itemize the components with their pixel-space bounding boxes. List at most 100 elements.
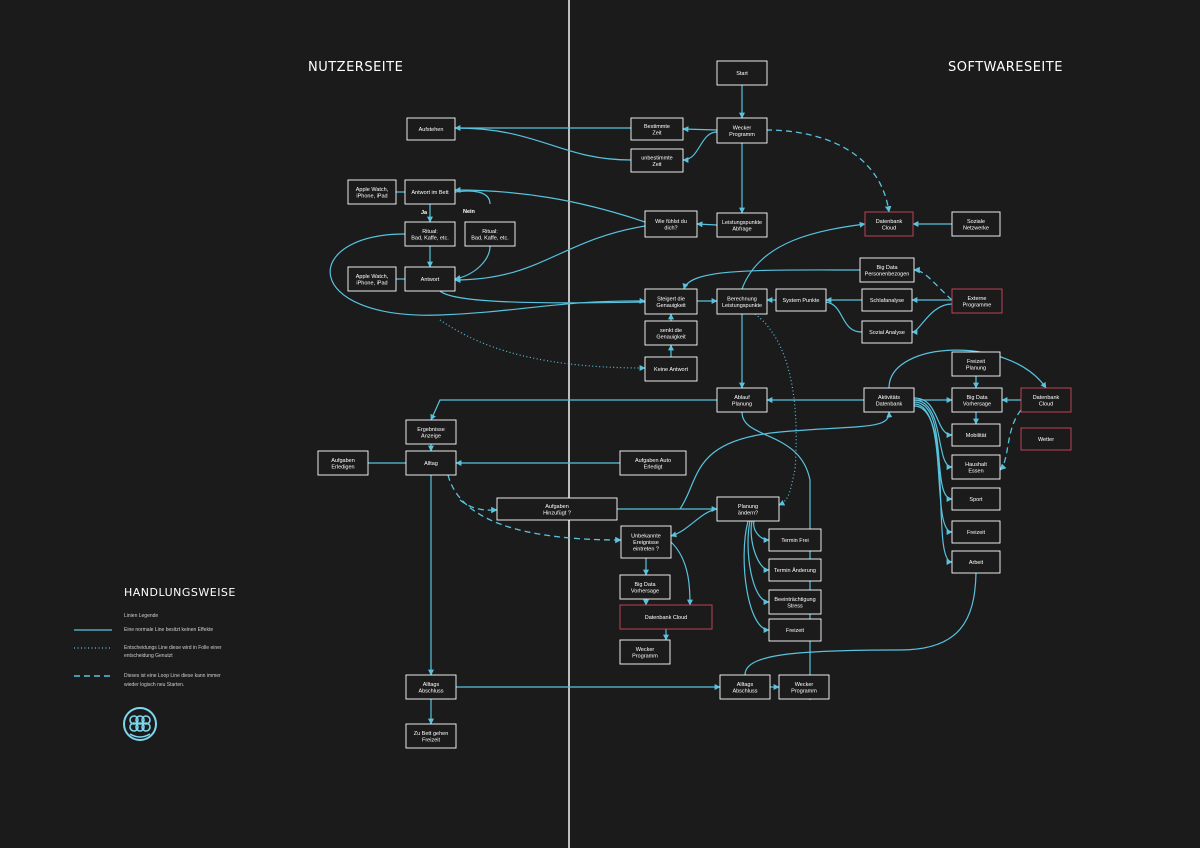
node-label: Ritual: <box>482 229 498 235</box>
legend-dashed-text-1: Dieses ist eine Loop Line diese kann imm… <box>124 673 221 679</box>
edge <box>741 411 811 700</box>
node-box <box>716 387 768 413</box>
node-label: Freizeit <box>786 628 805 634</box>
node-label: Programm <box>632 653 658 659</box>
node-box <box>951 520 1001 544</box>
node-wetter: Wetter <box>1020 427 1072 451</box>
node-label: Aufstehen <box>419 127 444 133</box>
node-label: Apple Watch, <box>356 187 389 193</box>
node-label: unbestimmte <box>641 155 673 161</box>
edge <box>913 397 953 438</box>
node-box <box>951 454 1001 480</box>
node-label: Apple Watch, <box>356 274 389 280</box>
node-label: Haushalt <box>965 462 987 468</box>
node-box <box>619 574 671 600</box>
edge <box>753 520 770 543</box>
node-label: Unbekannte <box>631 534 661 540</box>
node-label: Ablauf <box>734 395 750 401</box>
node-box <box>619 604 713 630</box>
node-label: Leistungspunkte <box>722 303 762 309</box>
edge <box>682 126 718 133</box>
node-box <box>630 148 684 173</box>
node-label: Zu Bett gehen <box>414 731 449 737</box>
node-box <box>405 419 457 445</box>
node-label: Freizeit <box>422 737 441 743</box>
node-box <box>630 117 684 141</box>
node-terminaend: Termin Änderung <box>768 558 822 582</box>
edge <box>679 411 893 510</box>
node-terminfrei: Termin Frei <box>768 528 822 552</box>
edge <box>754 313 797 506</box>
edge <box>741 221 866 290</box>
legend-title: HANDLUNGSWEISE <box>124 586 236 599</box>
edges-layer <box>329 85 1047 725</box>
node-box <box>951 487 1001 511</box>
edge <box>743 520 770 633</box>
edge <box>454 190 491 205</box>
node-label: Zeit <box>652 162 662 168</box>
node-label: Genauigkeit <box>656 334 686 340</box>
node-box <box>619 639 671 665</box>
node-box <box>496 497 618 521</box>
node-mobilitaet: Mobilität <box>951 423 1001 447</box>
edge <box>888 349 1047 389</box>
node-box <box>347 266 397 292</box>
node-arbeit: Arbeit <box>951 550 1001 574</box>
edge <box>454 187 646 223</box>
node-box <box>644 320 698 346</box>
node-label: Bad, Kaffe, etc. <box>471 235 509 241</box>
edge <box>454 245 491 281</box>
node-antwortbett: Antwort im Bett <box>404 179 456 205</box>
node-label: Big Data <box>966 395 988 401</box>
node-box <box>619 450 687 476</box>
node-box <box>768 589 822 615</box>
edge <box>430 399 717 421</box>
node-label: Genauigkeit <box>656 303 686 309</box>
node-box <box>406 117 456 141</box>
node-label: Wetter <box>1038 437 1054 443</box>
node-box <box>719 674 771 700</box>
node-box <box>951 288 1003 314</box>
node-keineantwort: Keine Antwort <box>644 356 698 382</box>
node-label: Cloud <box>882 225 896 231</box>
edge <box>825 301 863 333</box>
node-box <box>404 221 456 247</box>
edge <box>682 131 718 163</box>
node-sport: Sport <box>951 487 1001 511</box>
edge-labels: Ja Nein <box>421 209 476 216</box>
node-label: Alltags <box>737 682 754 688</box>
edge-label-ja: Ja <box>421 210 428 216</box>
node-box <box>768 618 822 642</box>
node-label: Planung <box>732 401 752 407</box>
node-label: Hinzufügt ? <box>543 510 571 516</box>
edge <box>913 401 953 502</box>
node-label: Stress <box>787 603 803 609</box>
edge <box>913 266 953 301</box>
node-label: Erledigen <box>331 464 354 470</box>
edge <box>459 499 498 514</box>
edge <box>913 399 953 470</box>
node-box <box>644 210 698 238</box>
edge <box>913 403 953 535</box>
node-box <box>405 450 457 476</box>
node-box <box>863 387 915 413</box>
node-box <box>405 674 457 700</box>
node-label: Ergebnisse <box>417 427 445 433</box>
node-freizeit1: Freizeit <box>951 520 1001 544</box>
node-label: Programm <box>729 132 755 138</box>
node-box <box>951 211 1001 237</box>
legend-dashed-text-2: wieder logisch neu Starten. <box>124 682 185 688</box>
node-label: Externe <box>968 296 987 302</box>
edge <box>439 290 646 304</box>
node-label: Freizeit <box>967 359 986 365</box>
